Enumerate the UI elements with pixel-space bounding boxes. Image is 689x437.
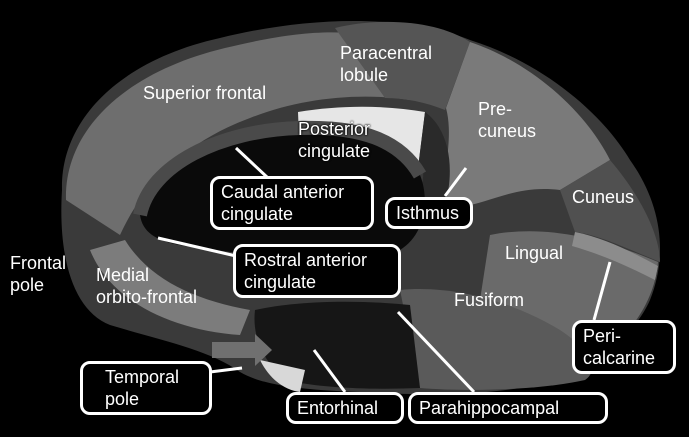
pericalcarine-region <box>572 232 658 280</box>
label-entorhinal: Entorhinal <box>286 392 404 424</box>
medial-orbitofrontal-region <box>90 240 250 335</box>
label-superior-frontal: Superior frontal <box>143 83 267 103</box>
label-posterior-cingulate: Posterior cingulate <box>298 119 371 161</box>
label-caudal-anterior-cingulate: Caudal anterior cingulate <box>210 176 374 230</box>
label-lingual: Lingual <box>505 243 564 263</box>
label-cuneus: Cuneus <box>572 187 635 207</box>
precuneus-region <box>440 42 610 205</box>
leader-temporal-pole <box>209 366 243 374</box>
leader-entorhinal <box>312 349 347 393</box>
label-rostral-anterior-cingulate: Rostral anterior cingulate <box>233 244 401 298</box>
leader-rostral-anterior <box>157 236 237 258</box>
label-parahippocampal: Parahippocampal <box>408 392 608 424</box>
leader-caudal-anterior <box>234 146 270 180</box>
label-medial-orbitofrontal: Medial orbito-frontal <box>96 265 198 307</box>
entorhinal-region <box>260 360 305 392</box>
label-frontal-pole: Frontal pole <box>10 253 67 295</box>
label-fusiform: Fusiform <box>454 290 525 310</box>
leader-lines <box>157 146 612 394</box>
leader-pericalcarine <box>592 261 612 321</box>
cingulate-ring <box>133 120 427 217</box>
leader-parahippocampal <box>396 310 476 394</box>
label-pericalcarine: Peri- calcarine <box>572 320 676 374</box>
label-temporal-pole: Temporal pole <box>80 361 212 415</box>
label-precuneus: Pre- cuneus <box>478 99 537 141</box>
leader-isthmus <box>443 167 468 197</box>
label-paracentral-lobule: Paracentral lobule <box>340 43 433 85</box>
paracentral-region <box>335 21 470 110</box>
label-isthmus: Isthmus <box>385 197 473 229</box>
temporal-pole-arrow <box>212 334 272 366</box>
isthmus-region <box>418 112 450 205</box>
cuneus-region <box>560 160 660 262</box>
medial-temporal-region <box>254 301 420 389</box>
